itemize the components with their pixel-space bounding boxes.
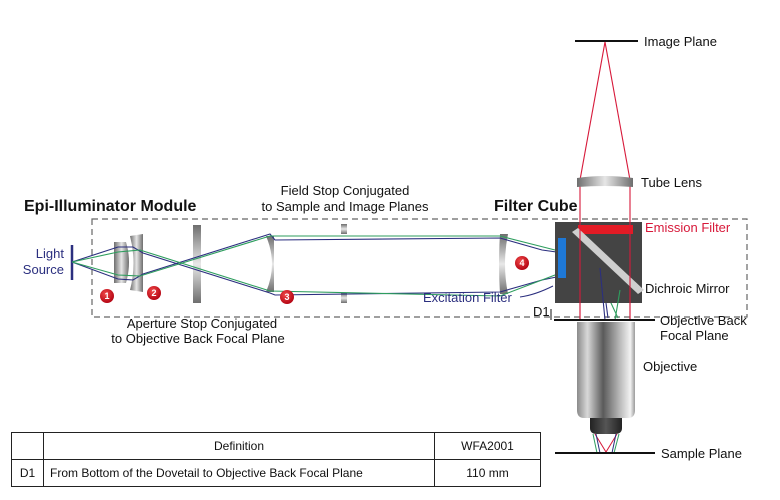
collector-lens-2 <box>130 234 143 292</box>
excitation-filter-label: Excitation Filter <box>423 290 513 305</box>
cube-rays <box>579 222 631 321</box>
field-stop-label-line1: Field Stop Conjugated <box>281 183 410 198</box>
table-header-row: Definition WFA2001 <box>11 432 541 460</box>
table-cell-value: 110 mm <box>434 459 541 487</box>
objective-label: Objective <box>643 359 697 374</box>
obf-label-line2: Focal Plane <box>660 328 729 343</box>
field-stop-bottom <box>341 293 347 303</box>
badge-1: 1 <box>100 289 114 303</box>
excitation-filter-pointer <box>519 285 554 298</box>
d1-label: D1 <box>533 304 550 319</box>
obf-label-line1: Objective Back <box>660 313 747 328</box>
filter-cube-body <box>555 222 642 303</box>
badge-2: 2 <box>147 286 161 300</box>
sample-plane-label: Sample Plane <box>661 446 742 461</box>
lens-4 <box>499 234 508 294</box>
emission-filter <box>578 225 633 234</box>
table-header-definition: Definition <box>43 432 435 460</box>
svg-text:2: 2 <box>151 288 156 298</box>
aperture-stop <box>193 225 201 303</box>
light-source-label-line1: Light <box>36 246 65 261</box>
light-source-label-line2: Source <box>23 262 64 277</box>
emission-filter-label: Emission Filter <box>645 220 731 235</box>
badge-3: 3 <box>280 290 294 304</box>
table-cell-definition: From Bottom of the Dovetail to Objective… <box>43 459 435 487</box>
filter-cube-title: Filter Cube <box>494 198 578 215</box>
dichroic-mirror-label: Dichroic Mirror <box>645 281 730 296</box>
collector-lens-1 <box>114 242 129 283</box>
table-header-blank <box>11 432 44 460</box>
epi-module-title: Epi-Illuminator Module <box>24 198 197 215</box>
sample-rays <box>592 433 620 454</box>
tube-lens <box>577 176 633 187</box>
spec-table: Definition WFA2001 D1 From Bottom of the… <box>11 432 541 487</box>
lens-3 <box>266 236 274 292</box>
svg-text:4: 4 <box>519 258 524 268</box>
badge-4: 4 <box>515 256 529 270</box>
table-row: D1 From Bottom of the Dovetail to Object… <box>11 459 541 487</box>
svg-text:3: 3 <box>284 292 289 302</box>
tube-lens-label: Tube Lens <box>641 175 702 190</box>
objective-body <box>577 322 635 418</box>
table-header-wfa2001: WFA2001 <box>434 432 541 460</box>
aperture-stop-label-line2: to Objective Back Focal Plane <box>111 331 284 346</box>
field-stop-top <box>341 224 347 234</box>
objective-tip <box>590 418 622 434</box>
dichroic-mirror <box>572 228 644 294</box>
aperture-stop-label-line1: Aperture Stop Conjugated <box>127 316 277 331</box>
module-boundary <box>91 218 748 318</box>
excitation-filter <box>558 238 566 278</box>
image-plane-label: Image Plane <box>644 34 717 49</box>
table-cell-label: D1 <box>11 459 44 487</box>
field-stop-label-line2: to Sample and Image Planes <box>262 199 429 214</box>
svg-text:1: 1 <box>104 291 109 301</box>
